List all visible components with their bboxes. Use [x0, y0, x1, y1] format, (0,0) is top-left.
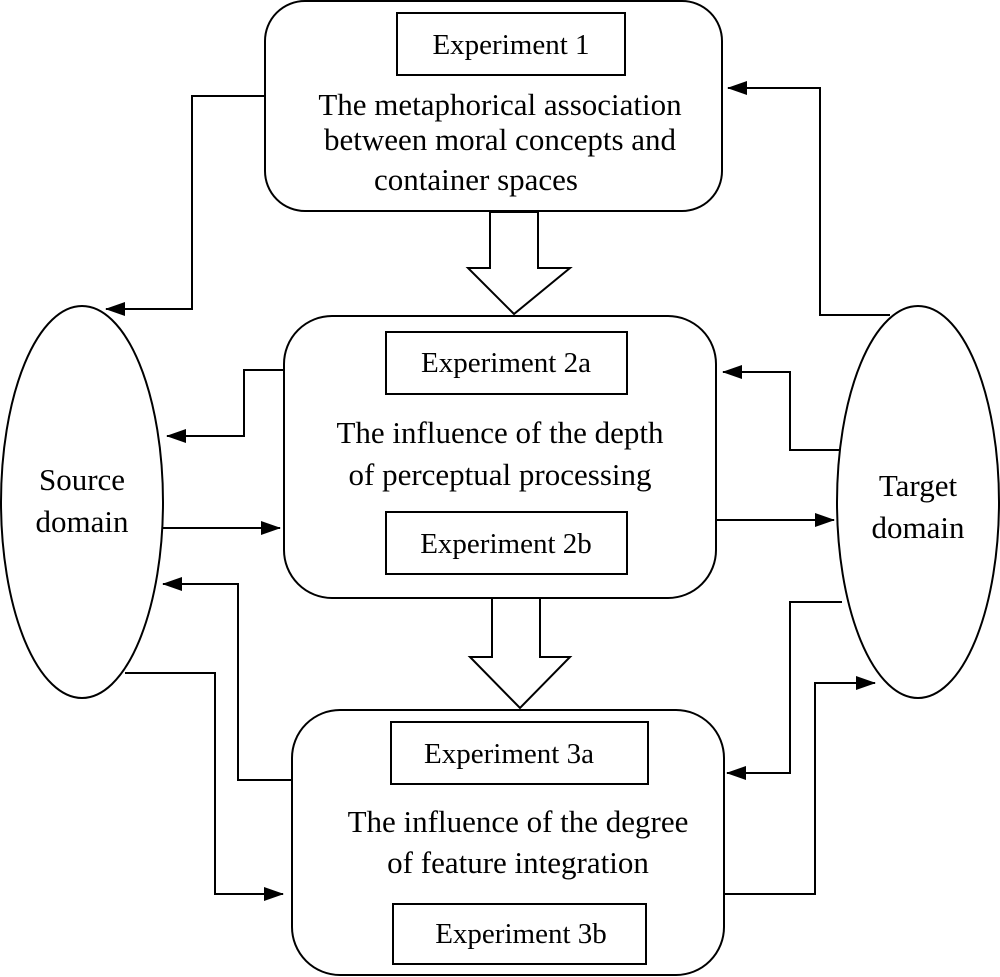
source-to-exp3-arrow — [125, 672, 284, 901]
experiment-1-label-box — [396, 12, 626, 76]
target-to-exp3-arrow — [726, 601, 842, 780]
exp2-to-exp3-flow-arrow — [467, 597, 573, 710]
experiment-3a-label-box — [390, 721, 649, 785]
experiment-3-description-line1: The influence of the degree — [348, 804, 689, 839]
experiment-1-box: Experiment 1 The metaphorical associatio… — [264, 0, 723, 212]
source-domain: Source domain — [0, 305, 164, 699]
experiment-1-description-line3: container spaces — [374, 162, 578, 197]
experiment-3-box: Experiment 3a The influence of the degre… — [291, 709, 725, 976]
exp1-to-source-arrow — [105, 95, 265, 316]
experiment-1-label: Experiment 1 — [432, 29, 589, 61]
experiment-2a-label: Experiment 2a — [421, 347, 591, 379]
experiment-3b-label-box — [392, 903, 647, 965]
exp2-to-source-arrow — [166, 369, 284, 443]
experiment-2-box: Experiment 2a The influence of the depth… — [283, 315, 717, 599]
target-domain-ellipse — [836, 305, 1000, 699]
experiment-2a-label-box — [385, 331, 628, 395]
target-to-exp1-arrow — [727, 81, 890, 316]
experiment-1-description-line1: The metaphorical association — [318, 87, 682, 122]
experiment-2b-label: Experiment 2b — [420, 528, 592, 560]
experiment-2-description-line2: of perceptual processing — [349, 457, 652, 492]
experiment-2-description-line1: The influence of the depth — [336, 415, 664, 450]
experiment-1-description-line2: between moral concepts and — [324, 122, 677, 157]
target-to-exp2-arrow — [722, 365, 840, 451]
connector-lines — [105, 81, 890, 901]
target-domain-label-line2: domain — [872, 510, 965, 545]
source-domain-label-line1: Source — [39, 462, 125, 497]
experiment-3a-label: Experiment 3a — [424, 738, 594, 770]
source-domain-ellipse — [0, 305, 164, 699]
experiment-3-description-line2: of feature integration — [387, 845, 649, 880]
experiment-3b-label: Experiment 3b — [435, 918, 607, 950]
source-domain-label-line2: domain — [36, 504, 129, 539]
exp3-to-source-arrow — [162, 577, 292, 781]
target-domain: Target domain — [836, 305, 1000, 699]
target-domain-label-line1: Target — [879, 468, 958, 503]
experiment-2b-label-box — [385, 511, 628, 575]
exp3-to-target-arrow — [724, 676, 876, 895]
exp1-to-exp2-flow-arrow — [465, 211, 573, 316]
